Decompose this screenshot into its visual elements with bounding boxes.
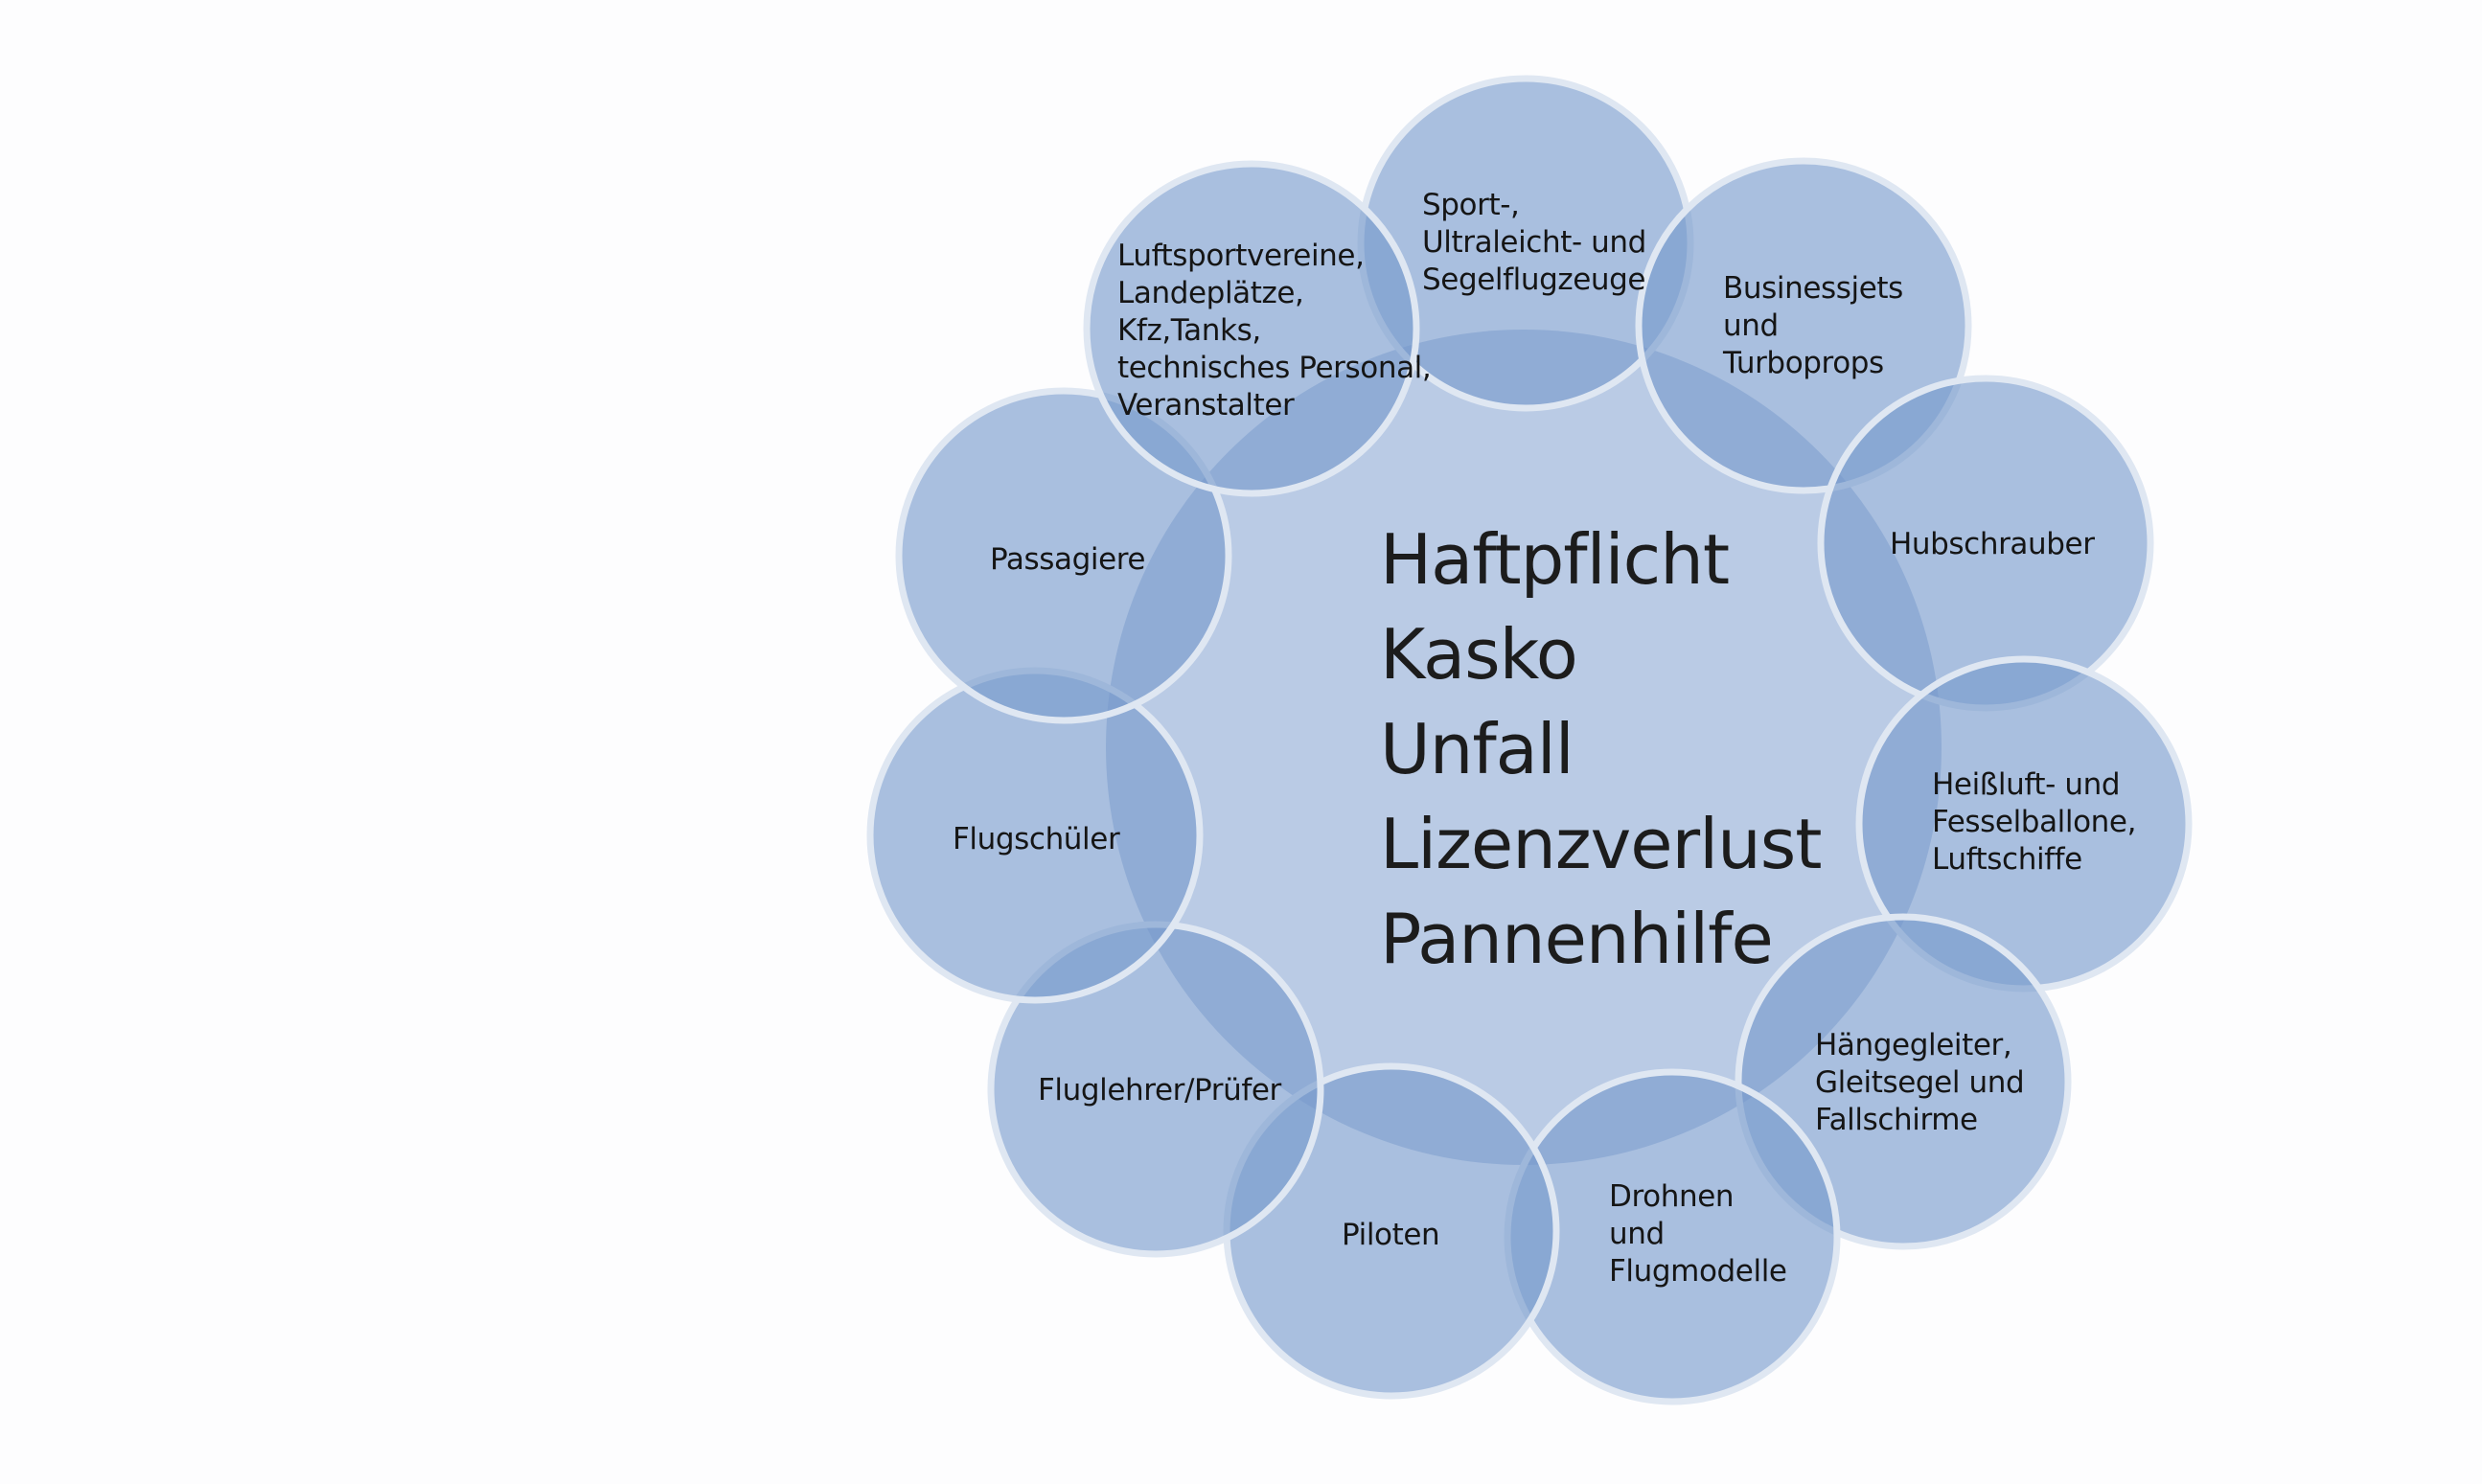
label-piloten: Piloten	[1342, 1218, 1440, 1252]
center-item-unfall: Unfall	[1380, 709, 1574, 789]
label-passagiere: Passagiere	[990, 542, 1146, 577]
center-coverage-list: Haftpflicht Kasko Unfall Lizenzverlust P…	[1380, 513, 1823, 987]
center-item-pannenhilfe: Pannenhilfe	[1380, 899, 1774, 979]
label-flugschueler: Flugschüler	[953, 822, 1120, 856]
label-haengegleiter: Hängegleiter, Gleitsegel und Fallschirme	[1815, 1028, 2025, 1137]
center-item-kasko: Kasko	[1380, 614, 1578, 695]
center-item-lizenzverlust: Lizenzverlust	[1380, 804, 1823, 884]
center-item-haftpflicht: Haftpflicht	[1380, 519, 1730, 600]
circle-passagiere	[895, 387, 1232, 724]
label-fluglehrer: Fluglehrer/Prüfer	[1038, 1073, 1281, 1107]
label-sport: Sport-, Ultraleicht- und Segelflugzeuge	[1422, 188, 1646, 297]
center-circle	[1106, 330, 1942, 1165]
label-businessjets: Businessjets und Turboprops	[1723, 271, 1903, 380]
satellite-circles	[866, 75, 2193, 1405]
label-hubschrauber: Hubschrauber	[1890, 527, 2095, 561]
label-luftsportvereine: Luftsportvereine, Landeplätze, Kfz,Tanks…	[1117, 239, 1432, 422]
circle-luftsportvereine	[1083, 160, 1420, 497]
label-drohnen: Drohnen und Flugmodelle	[1609, 1179, 1787, 1289]
label-heissluft: Heißluft- und Fesselballone, Luftschiffe	[1932, 767, 2137, 877]
